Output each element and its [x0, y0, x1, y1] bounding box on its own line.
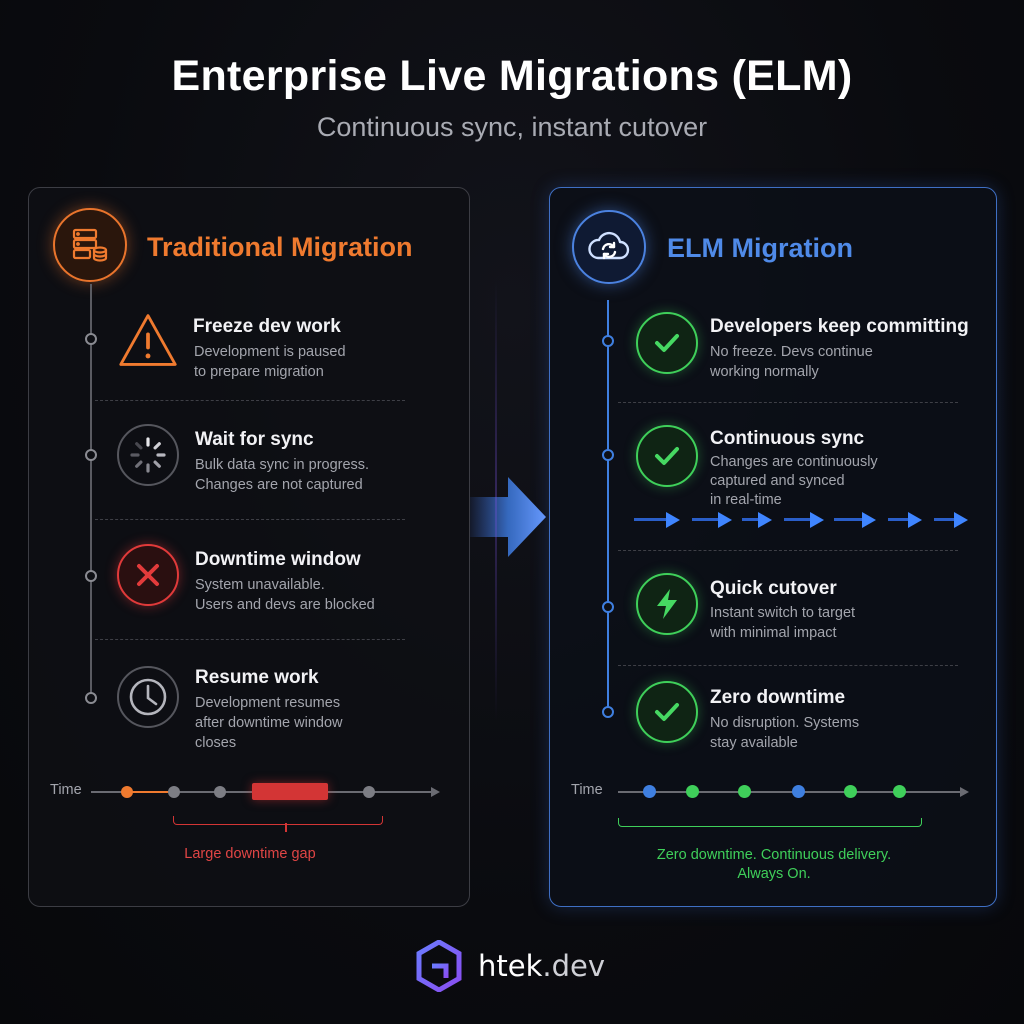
timeline-label: Time [571, 782, 603, 798]
timeline-marker [643, 785, 656, 798]
check-icon [636, 312, 698, 374]
elm-footer-text: Zero downtime. Continuous delivery. Alwa… [656, 847, 892, 882]
timeline-marker [792, 785, 805, 798]
step-title: Freeze dev work [193, 316, 341, 337]
elm-migration-panel: ELM Migration Developers keep committing… [549, 187, 997, 907]
step-divider [95, 400, 405, 401]
traditional-migration-panel: Traditional Migration Freeze dev work De… [28, 187, 470, 907]
step-marker [602, 706, 614, 718]
timeline-marker [363, 786, 375, 798]
cloud-sync-icon [572, 210, 646, 284]
step-title: Zero downtime [710, 687, 846, 708]
spinner-icon [117, 424, 179, 486]
x-icon [117, 544, 179, 606]
timeline-marker [686, 785, 699, 798]
sync-flow-arrows [634, 512, 968, 528]
timeline-label: Time [50, 782, 82, 798]
downtime-bracket [173, 816, 383, 825]
downtime-bracket-tick [285, 823, 287, 832]
step-title: Wait for sync [195, 429, 314, 450]
step-marker [85, 333, 97, 345]
check-icon [636, 425, 698, 487]
htek-logo-icon [416, 940, 462, 992]
warning-icon [117, 309, 179, 371]
step-marker [602, 449, 614, 461]
step-divider [618, 402, 958, 403]
elm-timeline-line [607, 300, 609, 714]
timeline-marker [738, 785, 751, 798]
downtime-gap-label: Large downtime gap [184, 846, 316, 862]
step-divider [95, 639, 405, 640]
step-title: Resume work [195, 667, 319, 688]
step-title: Downtime window [195, 549, 361, 570]
timeline-marker [214, 786, 226, 798]
traditional-timeline-line [90, 284, 92, 696]
step-title: Developers keep committing [710, 316, 969, 337]
step-title: Quick cutover [710, 578, 837, 599]
step-marker [602, 601, 614, 613]
brand-name: htek.dev [478, 949, 606, 983]
timeline-progress [127, 791, 171, 793]
page-title: Enterprise Live Migrations (ELM) [171, 52, 853, 100]
timeline-arrowhead [431, 787, 440, 797]
brand: htek.dev [416, 940, 605, 992]
step-marker [602, 335, 614, 347]
downtime-block [252, 783, 328, 800]
server-database-icon [53, 208, 127, 282]
timeline-arrowhead [960, 787, 969, 797]
step-marker [85, 692, 97, 704]
page-subtitle: Continuous sync, instant cutover [316, 112, 708, 142]
transition-arrow-icon [470, 477, 546, 557]
step-divider [618, 665, 958, 666]
center-glow-line [495, 280, 497, 720]
step-marker [85, 449, 97, 461]
timeline-marker [893, 785, 906, 798]
elm-migration-title: ELM Migration [667, 233, 853, 263]
timeline-marker [168, 786, 180, 798]
timeline-start-marker [121, 786, 133, 798]
step-title: Continuous sync [710, 428, 865, 449]
timeline-marker [844, 785, 857, 798]
step-divider [618, 550, 958, 551]
step-divider [95, 519, 405, 520]
step-description: System unavailable.Users and devs are bl… [195, 577, 375, 613]
traditional-migration-title: Traditional Migration [147, 232, 413, 262]
step-description: Bulk data sync in progress.Changes are n… [195, 457, 370, 493]
timeline-axis [618, 791, 960, 793]
check-icon [636, 681, 698, 743]
continuous-bracket [618, 818, 922, 827]
clock-icon [117, 666, 179, 728]
lightning-icon [636, 573, 698, 635]
step-marker [85, 570, 97, 582]
